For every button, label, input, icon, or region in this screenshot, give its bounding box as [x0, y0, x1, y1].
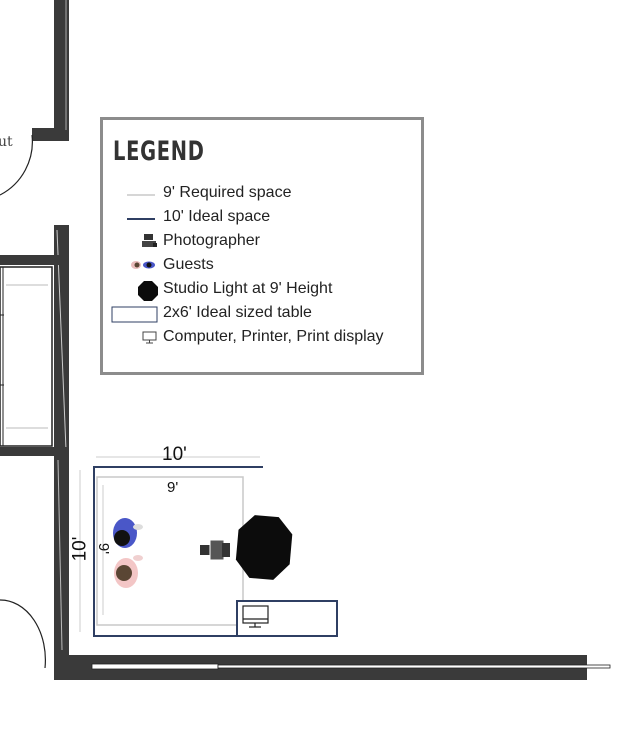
- guest-1: [113, 518, 143, 548]
- photographer-icon: [142, 234, 157, 247]
- legend-item-photographer: Photographer: [163, 232, 260, 249]
- inner-height-label: 9': [95, 542, 113, 555]
- outer-height-label: 10': [69, 536, 91, 562]
- studio-light: [235, 515, 293, 580]
- inner-width-label: 9': [167, 479, 179, 496]
- legend-item-computer: Computer, Printer, Print display: [163, 328, 384, 345]
- legend-item-required-space: 9' Required space: [163, 184, 292, 201]
- legend-title: LEGEND: [113, 136, 205, 167]
- legend-item-studio-light: Studio Light at 9' Height: [163, 280, 333, 297]
- door-label: ut: [0, 134, 13, 150]
- door-swing-arc: [0, 134, 33, 196]
- upper-wall: [32, 0, 69, 141]
- computer-icon: [242, 605, 269, 628]
- bottom-wall: [54, 655, 611, 680]
- door-swing-arc-lower: [0, 599, 46, 669]
- guests-icon: [131, 261, 155, 269]
- light-gray-line-icon: [127, 194, 155, 196]
- table-icon: [111, 306, 158, 323]
- legend: LEGEND 9' Required space 10' Ideal space…: [100, 117, 424, 375]
- ideal-space-10ft: [93, 466, 263, 637]
- outer-width-label: 10': [162, 444, 187, 465]
- computer-icon: [142, 331, 157, 344]
- photographer-icon: [200, 539, 230, 561]
- guest-2: [114, 555, 143, 588]
- closet-shelving: [0, 266, 53, 447]
- studio-light-icon: [138, 281, 158, 301]
- legend-item-ideal-space: 10' Ideal space: [163, 208, 271, 225]
- dark-blue-line-icon: [127, 218, 155, 220]
- legend-item-guests: Guests: [163, 256, 214, 273]
- left-wall: [0, 225, 69, 680]
- legend-item-table: 2x6' Ideal sized table: [163, 304, 312, 321]
